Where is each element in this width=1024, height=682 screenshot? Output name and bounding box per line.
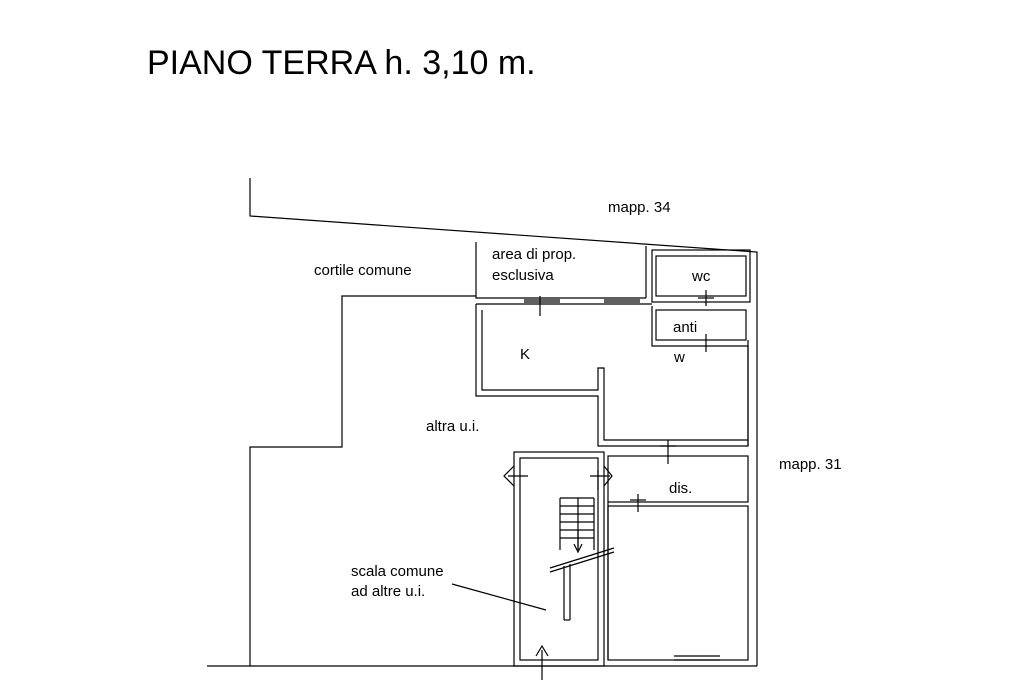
label-anti: anti [673, 319, 697, 336]
kitchen-wall [475, 304, 749, 447]
label-wc: wc [691, 268, 711, 285]
lower-room [607, 505, 749, 661]
label-area-line1: area di prop. [492, 246, 576, 263]
boundary-line-mapp34 [249, 178, 758, 666]
label-cortile-comune: cortile comune [314, 262, 412, 279]
label-k: K [520, 346, 530, 363]
dis-corridor [607, 455, 749, 503]
label-altra-ui: altra u.i. [426, 418, 479, 435]
plan-title: PIANO TERRA h. 3,10 m. [147, 44, 536, 82]
label-mapp-31: mapp. 31 [779, 456, 842, 473]
courtyard-outline [249, 295, 476, 666]
label-area-line2: esclusiva [492, 267, 554, 284]
stair-block [513, 451, 605, 667]
anti-room [655, 309, 747, 341]
label-mapp-34: mapp. 34 [608, 199, 671, 216]
wc-room [655, 255, 747, 297]
scala-leader [451, 583, 547, 611]
label-dis: dis. [669, 480, 692, 497]
exclusive-area-wall [475, 242, 646, 299]
label-scala-line2: ad altre u.i. [351, 583, 425, 600]
label-w: w [673, 349, 685, 366]
stair-steps [549, 497, 615, 621]
label-scala-line1: scala comune [351, 563, 444, 580]
